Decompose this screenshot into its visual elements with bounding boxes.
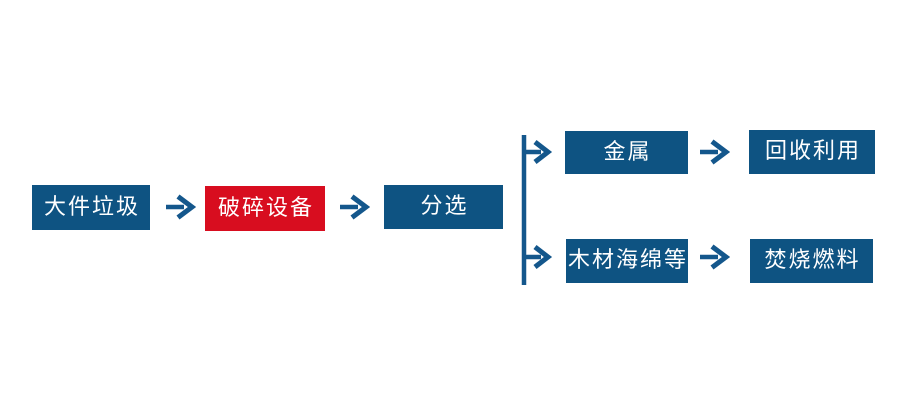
arrow-right-icon (340, 194, 370, 220)
node-recycling: 回收利用 (749, 130, 875, 174)
node-wood-sponge-etc: 木材海绵等 (566, 239, 688, 283)
arrow-right-icon (166, 194, 196, 220)
node-sorting: 分选 (384, 185, 503, 229)
arrow-right-icon (700, 139, 730, 165)
node-bulky-waste: 大件垃圾 (32, 185, 150, 230)
node-metal: 金属 (565, 131, 688, 174)
node-incineration-fuel: 焚烧燃料 (750, 239, 873, 283)
arrow-right-icon (700, 244, 730, 270)
branch-split-connector (521, 135, 553, 285)
node-crushing-equipment: 破碎设备 (205, 186, 325, 231)
